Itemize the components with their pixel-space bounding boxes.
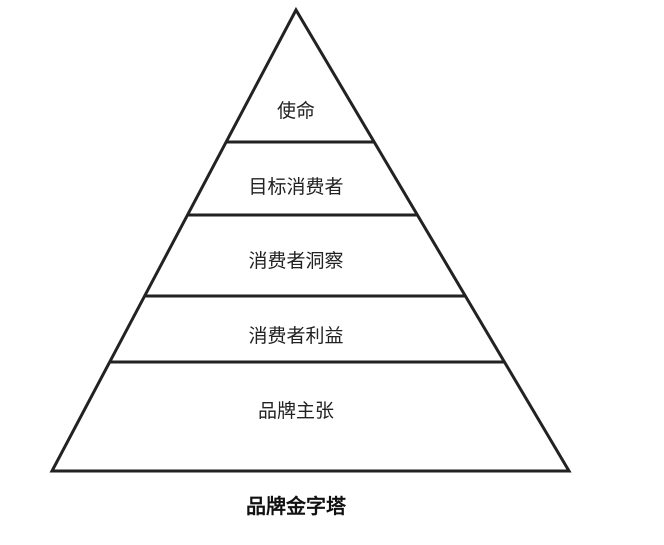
pyramid-outline bbox=[49, 6, 572, 473]
level-mission: 使命 bbox=[276, 100, 315, 122]
level-brand-proposition: 品牌主张 bbox=[257, 400, 334, 422]
level-target-consumer: 目标消费者 bbox=[248, 176, 344, 198]
level-consumer-insight: 消费者洞察 bbox=[248, 250, 344, 272]
diagram-caption: 品牌金字塔 bbox=[246, 494, 346, 518]
level-consumer-benefit: 消费者利益 bbox=[248, 325, 344, 347]
